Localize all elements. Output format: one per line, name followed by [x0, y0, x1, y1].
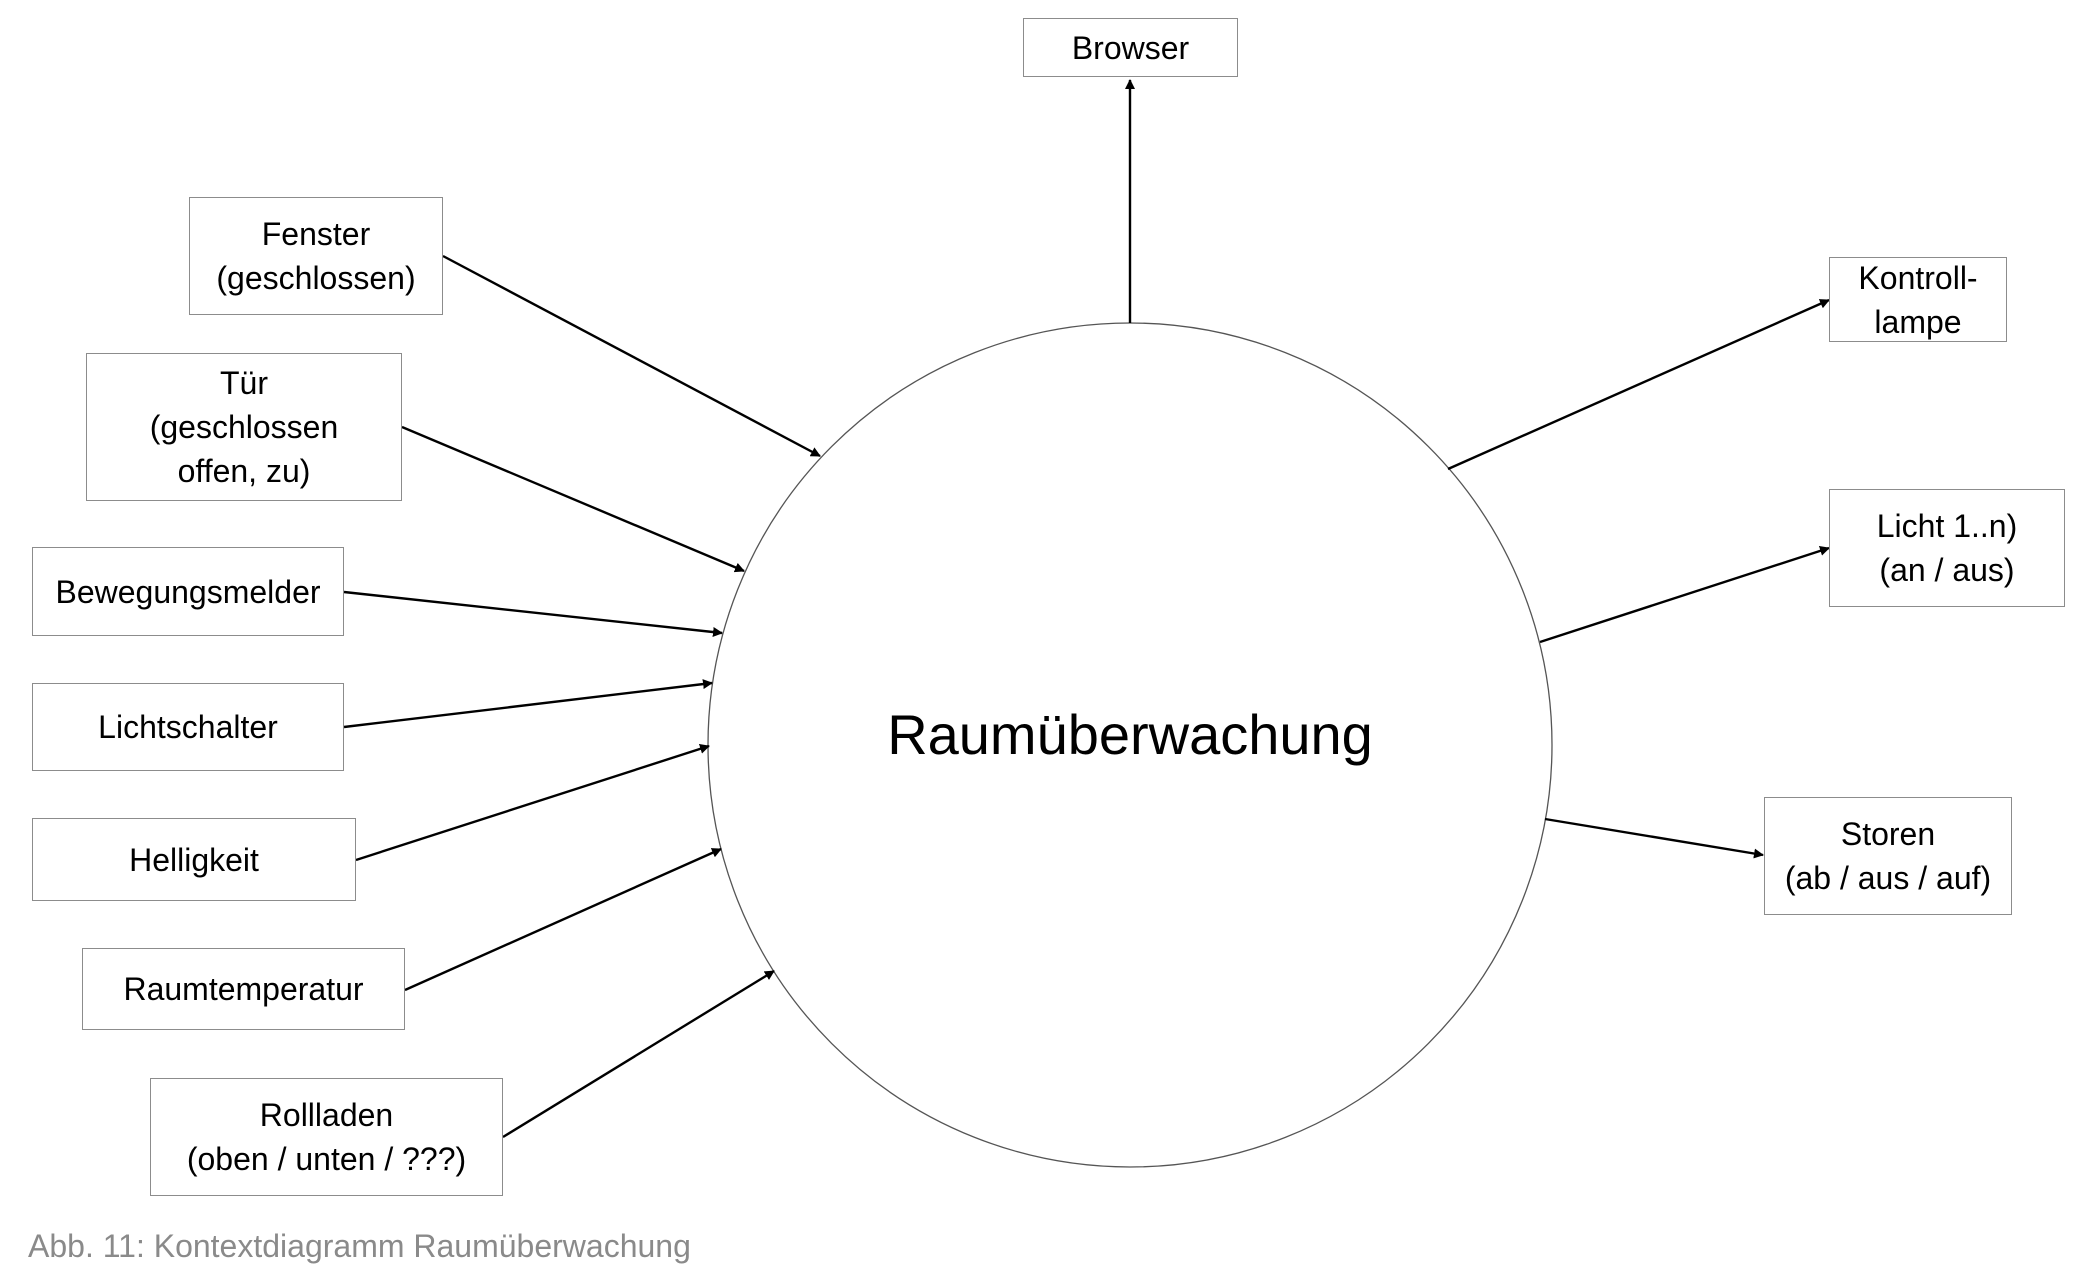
entity-rollladen-line-1: Rollladen: [259, 1097, 394, 1133]
entity-kontrolllampe: Kontroll- lampe: [1829, 257, 2007, 342]
entity-storen-line-1: Storen: [1840, 816, 1936, 852]
arrow-storen: [1544, 817, 1764, 859]
entity-bewegungsmelder: Bewegungsmelder: [32, 547, 344, 636]
entity-licht-line-2: (an / aus): [1879, 552, 2015, 588]
arrow-helligkeit: [355, 744, 710, 862]
arrow-rollladen: [502, 969, 775, 1139]
arrow-raumtemperatur: [404, 847, 722, 992]
process-label: Raumüberwachung: [887, 703, 1373, 766]
entity-lichtschalter-line-1: Lichtschalter: [98, 709, 278, 745]
entity-tuer-line-1: Tür: [220, 365, 268, 401]
entity-browser: Browser: [1023, 18, 1238, 77]
entity-kontrolllampe-line-2: lampe: [1874, 303, 1962, 340]
entity-storen: Storen (ab / aus / auf): [1764, 797, 2012, 915]
entity-kontrolllampe-line-1: Kontroll-: [1858, 259, 1978, 296]
arrow-licht: [1539, 546, 1830, 644]
entity-rollladen: Rollladen (oben / unten / ???): [150, 1078, 503, 1196]
entity-helligkeit: Helligkeit: [32, 818, 356, 901]
entity-raumtemperatur-line-1: Raumtemperatur: [123, 971, 364, 1007]
entity-storen-line-2: (ab / aus / auf): [1784, 860, 1992, 896]
arrow-fenster: [442, 254, 821, 458]
entity-licht-line-1: Licht 1..n): [1876, 508, 2018, 544]
entity-tuer-line-2: (geschlossen: [149, 409, 339, 445]
entity-helligkeit-line-1: Helligkeit: [129, 841, 259, 878]
entity-raumtemperatur: Raumtemperatur: [82, 948, 405, 1030]
arrow-bewegungsmelder: [343, 590, 723, 638]
entity-fenster: Fenster (geschlossen): [189, 197, 443, 315]
entity-tuer: Tür (geschlossen offen, zu): [86, 353, 402, 501]
entity-fenster-line-2: (geschlossen): [216, 260, 416, 296]
entity-licht: Licht 1..n) (an / aus): [1829, 489, 2065, 607]
figure-caption: Abb. 11: Kontextdiagramm Raumüberwachung: [28, 1228, 691, 1264]
entity-browser-line-1: Browser: [1071, 29, 1190, 66]
arrow-tuer: [401, 425, 745, 573]
entity-fenster-line-1: Fenster: [261, 216, 371, 252]
entity-rollladen-line-2: (oben / unten / ???): [186, 1141, 467, 1177]
entity-lichtschalter: Lichtschalter: [32, 683, 344, 771]
entity-tuer-line-3: offen, zu): [177, 453, 311, 489]
arrow-lichtschalter: [343, 679, 713, 729]
arrow-kontrolllampe: [1447, 298, 1830, 471]
entity-bewegungsmelder-line-1: Bewegungsmelder: [55, 573, 321, 610]
